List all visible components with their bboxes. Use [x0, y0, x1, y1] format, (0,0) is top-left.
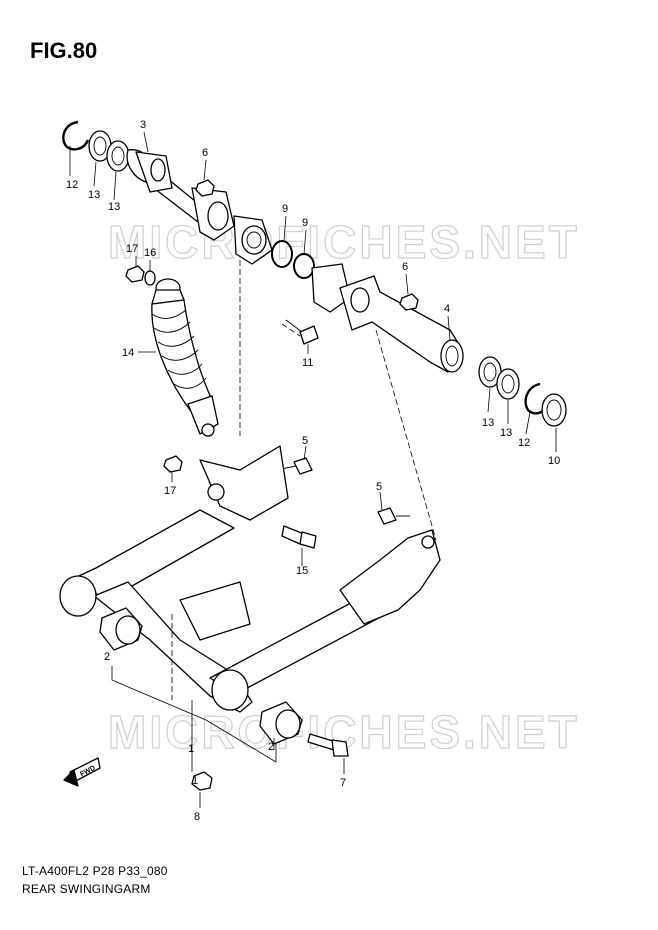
seal-10	[541, 393, 567, 427]
callout-7: 7	[340, 777, 346, 789]
callout-16: 16	[144, 247, 156, 259]
shaft-4	[311, 263, 464, 373]
bushing-2-left	[99, 607, 143, 651]
callout-5: 5	[302, 435, 308, 447]
callout-14: 14	[122, 347, 134, 359]
callout-4: 4	[444, 303, 450, 315]
callout-17: 17	[164, 485, 176, 497]
bushing-2-right	[259, 701, 303, 745]
callout-8: 8	[194, 811, 200, 823]
bearing-13-left-a	[88, 130, 112, 162]
bolt-11	[285, 319, 319, 345]
bearing-13-right-b	[496, 368, 520, 400]
callout-1: 1	[188, 743, 194, 755]
nut-6-right	[399, 293, 419, 311]
nut-8	[191, 771, 213, 791]
washer-16	[144, 270, 156, 286]
callout-15: 15	[296, 565, 308, 577]
callout-1: 1	[192, 775, 198, 787]
bearing-13-left-b	[106, 140, 130, 172]
bolt-5-lower	[377, 507, 410, 525]
callout-13: 13	[108, 201, 120, 213]
callout-6: 6	[202, 147, 208, 159]
nut-6-top	[195, 179, 215, 197]
circlip-12-left	[62, 120, 90, 151]
callout-17: 17	[126, 243, 138, 255]
watermark-top: MICROFICHES.NET	[108, 216, 580, 268]
nut-17-lower	[163, 455, 183, 473]
callout-13: 13	[88, 189, 100, 201]
callout-10: 10	[548, 455, 560, 467]
callout-2: 2	[268, 741, 274, 753]
callout-12: 12	[518, 437, 530, 449]
footer-code: LT-A400FL2 P28 P33_080	[22, 864, 168, 878]
bracket-line	[111, 666, 277, 763]
footer-name: REAR SWINGINGARM	[22, 882, 151, 896]
callout-13: 13	[500, 427, 512, 439]
o-ring-9-a	[271, 240, 293, 268]
swingarm-1	[59, 445, 441, 713]
callout-13: 13	[482, 417, 494, 429]
shaft-3	[126, 149, 273, 265]
callout-9: 9	[302, 217, 308, 229]
figure-title: FIG.80	[30, 38, 98, 63]
nut-17-top	[125, 265, 145, 283]
callout-3: 3	[140, 119, 146, 131]
fwd-arrow: FWD	[63, 757, 101, 787]
shock-absorber-14	[151, 278, 219, 437]
callout-11: 11	[302, 357, 313, 369]
callout-9: 9	[282, 203, 288, 215]
callout-5: 5	[376, 481, 382, 493]
alignment-line-d	[281, 323, 301, 337]
alignment-line-b	[375, 329, 437, 541]
bolt-15	[281, 525, 317, 549]
bolt-7	[307, 733, 349, 757]
callout-12: 12	[66, 179, 78, 191]
callout-6: 6	[402, 261, 408, 273]
callout-2: 2	[104, 651, 110, 663]
